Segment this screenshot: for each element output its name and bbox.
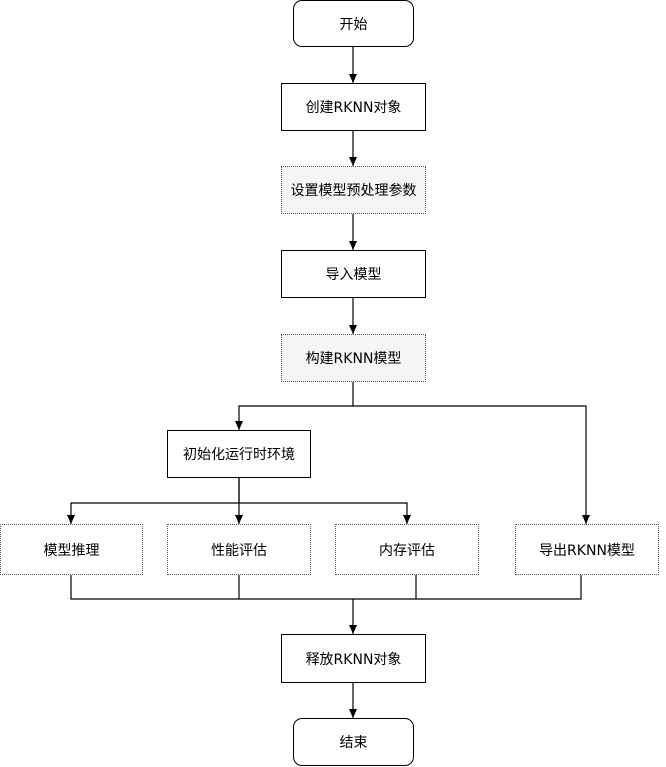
node-end: 结束 [293, 718, 414, 766]
node-mem-eval: 内存评估 [335, 524, 479, 575]
node-build-rknn: 构建RKNN模型 [281, 334, 426, 382]
node-export-rknn: 导出RKNN模型 [515, 524, 659, 575]
node-perf-eval: 性能评估 [167, 524, 311, 575]
node-load-model: 导入模型 [281, 250, 426, 298]
node-start: 开始 [293, 0, 414, 47]
arrow-build-to-export [353, 405, 590, 524]
arrow-init-to-mem [239, 502, 411, 524]
node-create-rknn: 创建RKNN对象 [281, 83, 426, 131]
node-init-runtime: 初始化运行时环境 [167, 430, 311, 478]
node-config: 设置模型预处理参数 [281, 166, 426, 214]
arrow-init-to-inference [67, 478, 240, 524]
merge-line [70, 575, 582, 600]
node-release-rknn: 释放RKNN对象 [281, 634, 426, 683]
node-inference: 模型推理 [0, 524, 143, 575]
arrow-build-to-init [235, 382, 354, 430]
